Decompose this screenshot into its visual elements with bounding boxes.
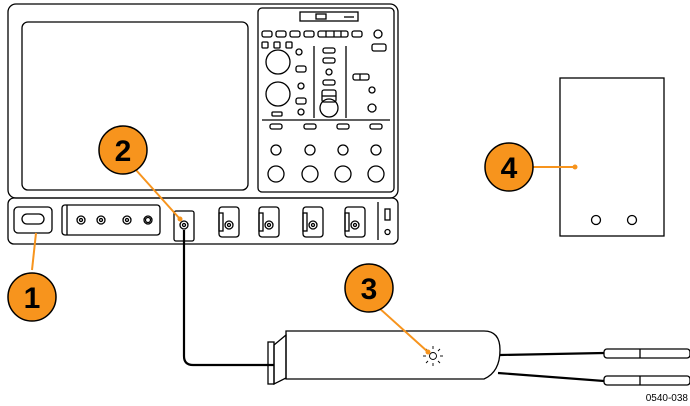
- aux-connector-panel: [61, 204, 161, 236]
- readout-window: [299, 11, 359, 22]
- aux-input: [344, 206, 366, 238]
- callout-4-label: 4: [501, 152, 518, 185]
- probe: [267, 330, 690, 386]
- callout-2: 2: [98, 125, 148, 175]
- leader-line-3: [377, 306, 429, 353]
- callout-1-label: 1: [24, 282, 41, 315]
- channel-4-input: [302, 206, 324, 238]
- probe-cable: [182, 230, 274, 367]
- channel-3-input: [258, 206, 280, 238]
- power-button: [13, 206, 53, 234]
- figure-id: 0540-038: [645, 393, 688, 404]
- oscilloscope-body: [7, 3, 399, 199]
- callout-4: 4: [484, 142, 534, 192]
- oscilloscope: [7, 3, 399, 199]
- front-panel-strip: [7, 197, 399, 245]
- device-box: [559, 77, 665, 237]
- connector-icon: [179, 220, 189, 230]
- leader-line-1: [31, 232, 37, 271]
- device-under-test: [559, 77, 665, 237]
- oscilloscope-screen: [21, 21, 249, 191]
- callout-3: 3: [344, 263, 394, 313]
- knob: [265, 81, 291, 107]
- leader-line-2: [135, 169, 181, 220]
- callout-3-label: 3: [361, 273, 378, 306]
- callout-1: 1: [7, 272, 57, 322]
- knob: [265, 49, 291, 75]
- channel-2-input: [218, 206, 240, 238]
- probe-body: [285, 330, 501, 380]
- callout-2-label: 2: [115, 135, 132, 168]
- control-panel: [257, 7, 395, 193]
